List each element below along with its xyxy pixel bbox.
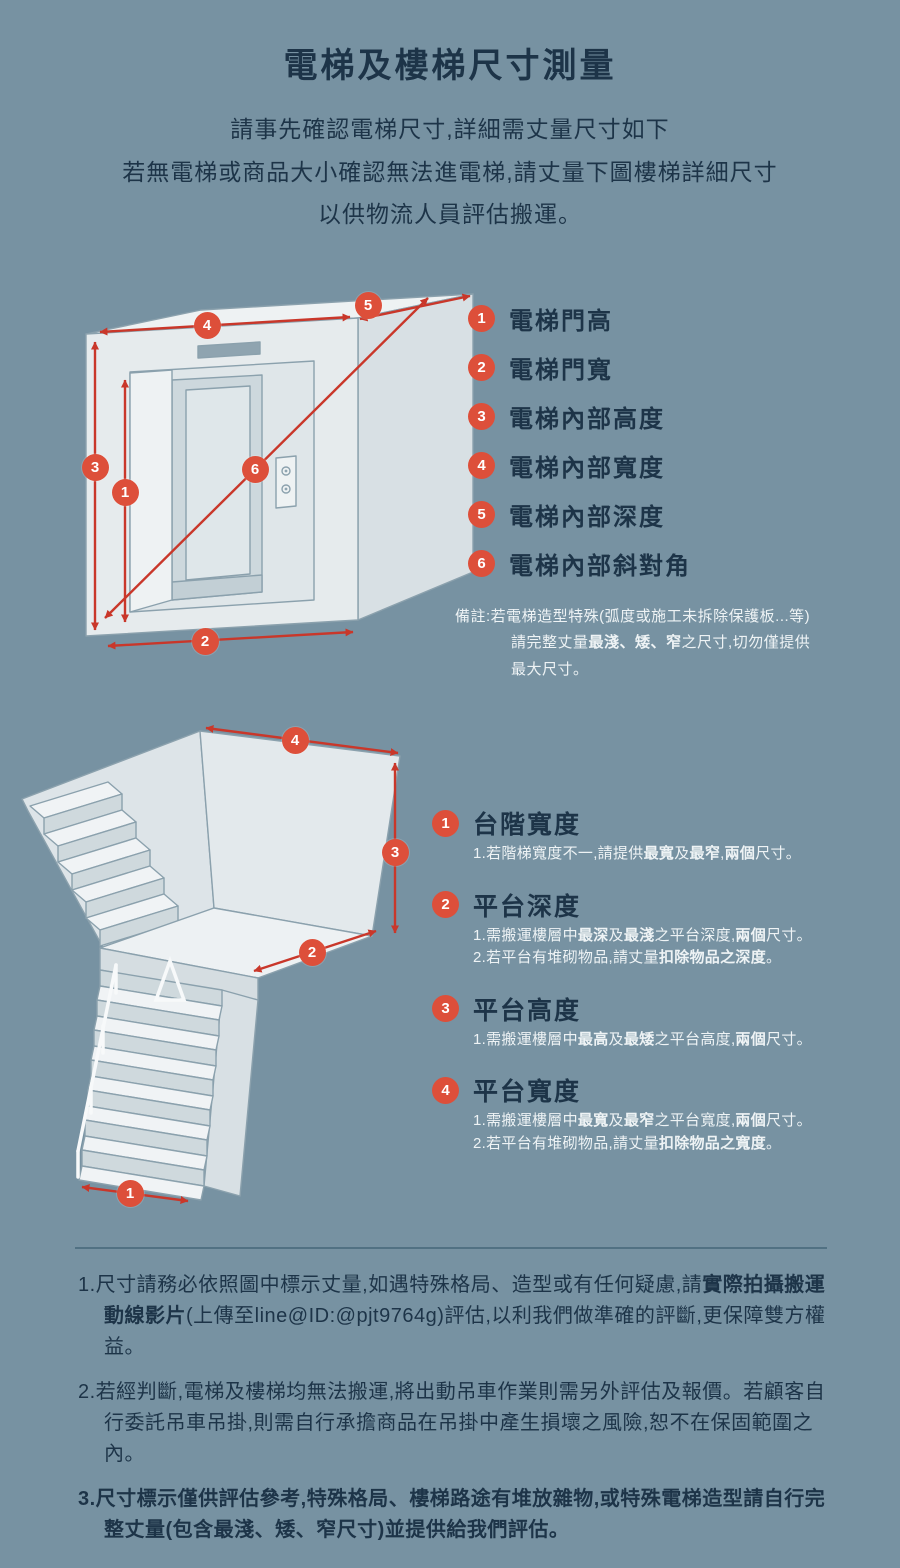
number-badge: 3 [468, 403, 495, 430]
legend-title: 平台深度 [473, 892, 582, 921]
footer-note-2: 2.若經判斷,電梯及樓梯均無法搬運,將出動吊車作業則需另外評估及報價。若顧客自行… [78, 1381, 826, 1465]
legend-desc-line: 2.若平台有堆砌物品,請丈量扣除物品之深度。 [473, 949, 782, 966]
legend-title: 台階寬度 [473, 811, 582, 839]
elevator-drawing [85, 293, 474, 650]
footer-note-1: 1.尺寸請務必依照圖中標示丈量,如遇特殊格局、造型或有任何疑慮,請實際拍攝搬運動… [78, 1274, 826, 1358]
legend-descriptions: 1.若階梯寬度不一,請提供最寬及最窄,兩個尺寸。 [432, 843, 890, 866]
page-title: 電梯及樓梯尺寸測量 [283, 47, 617, 85]
note-line: 備註:若電梯造型特殊(弧度或施工未拆除保護板...等) [455, 608, 811, 625]
elevator-legend: 1 電梯門高 2 電梯門寬 3 電梯內部高度 4 電梯內部寬度 5 電梯內部深度… [468, 294, 691, 588]
legend-label: 電梯內部寬度 [509, 455, 665, 482]
number-badge: 5 [468, 501, 495, 528]
stairs-marker-2: 2 [298, 938, 326, 966]
elevator-marker-6: 6 [241, 455, 269, 483]
elevator-illustration: 1 2 3 4 5 6 [48, 272, 478, 692]
legend-label: 電梯內部斜對角 [509, 553, 691, 580]
stairs-marker-3: 3 [381, 838, 409, 866]
elevator-legend-item: 3 電梯內部高度 [468, 392, 691, 441]
number-badge: 3 [432, 995, 459, 1022]
elevator-legend-item: 2 電梯門寬 [468, 343, 691, 392]
measure-line-door-width [107, 628, 354, 650]
legend-desc-line: 1.若階梯寬度不一,請提供最寬及最窄,兩個尺寸。 [473, 845, 802, 862]
legend-title: 平台高度 [473, 996, 582, 1025]
legend-desc-line: 1.需搬運樓層中最寬及最窄之平台寬度,兩個尺寸。 [473, 1112, 812, 1129]
elevator-legend-item: 6 電梯內部斜對角 [468, 539, 691, 588]
elevator-note: 備註:若電梯造型特殊(弧度或施工未拆除保護板...等) 請完整丈量最淺、矮、窄之… [455, 604, 887, 683]
note-line: 最大尺寸。 [511, 660, 589, 678]
stairs-legend: 1 台階寬度 1.若階梯寬度不一,請提供最寬及最窄,兩個尺寸。 2 平台深度 1… [432, 808, 890, 1179]
legend-desc-line: 2.若平台有堆砌物品,請丈量扣除物品之寬度。 [473, 1134, 782, 1152]
stairs-back-wall [199, 730, 401, 937]
legend-descriptions: 1.需搬運樓層中最高及最矮之平台高度,兩個尺寸。 [432, 1029, 890, 1052]
legend-desc-line: 1.需搬運樓層中最高及最矮之平台高度,兩個尺寸。 [473, 1030, 812, 1048]
legend-label: 電梯內部高度 [509, 406, 665, 433]
elevator-legend-item: 1 電梯門高 [468, 294, 691, 343]
measure-line-diagonal [104, 297, 429, 619]
stairs-upper-flight [29, 781, 179, 947]
stairs-legend-item: 3 平台高度 1.需搬運樓層中最高及最矮之平台高度,兩個尺寸。 [432, 994, 890, 1052]
stairs-marker-4: 4 [281, 726, 309, 754]
stairs-legend-head: 2 平台深度 [432, 890, 890, 921]
number-badge: 4 [468, 452, 495, 479]
stairs-legend-item: 2 平台深度 1.需搬運樓層中最深及最淺之平台深度,兩個尺寸。 2.若平台有堆砌… [432, 890, 890, 970]
legend-title: 平台寬度 [473, 1078, 582, 1106]
stairs-illustration: 1 2 3 4 [8, 703, 438, 1215]
elevator-button-panel [275, 455, 297, 509]
legend-desc-line: 1.需搬運樓層中最深及最淺之平台深度,兩個尺寸。 [473, 926, 812, 944]
legend-label: 電梯內部深度 [509, 504, 665, 531]
elevator-side-face [357, 293, 474, 621]
stairs-legend-item: 1 台階寬度 1.若階梯寬度不一,請提供最寬及最窄,兩個尺寸。 [432, 808, 890, 866]
stairs-legend-head: 4 平台寬度 [432, 1075, 890, 1106]
footer-notes: 1.尺寸請務必依照圖中標示丈量,如遇特殊格局、造型或有任何疑慮,請實際拍攝搬運動… [78, 1270, 836, 1560]
number-badge: 4 [432, 1076, 459, 1104]
number-badge: 1 [432, 809, 459, 837]
footer-note-3: 3.尺寸標示僅供評估參考,特殊格局、樓梯路途有堆放雜物,或特殊電梯造型請自行完整… [78, 1488, 826, 1541]
stairs-legend-head: 3 平台高度 [432, 994, 890, 1025]
stairs-marker-1: 1 [116, 1179, 144, 1207]
number-badge: 1 [468, 305, 495, 332]
elevator-legend-item: 4 電梯內部寬度 [468, 441, 691, 490]
stairs-legend-head: 1 台階寬度 [432, 808, 890, 839]
intro-line: 若無電梯或商品大小確認無法進電梯,請丈量下圖樓梯詳細尺寸 [122, 158, 778, 185]
elevator-marker-1: 1 [111, 478, 139, 506]
intro-line: 以供物流人員評估搬運。 [318, 201, 582, 228]
stairs-legend-item: 4 平台寬度 1.需搬運樓層中最寬及最窄之平台寬度,兩個尺寸。 2.若平台有堆砌… [432, 1075, 890, 1155]
number-badge: 6 [468, 550, 495, 577]
stairs-handrail [76, 955, 187, 1179]
stairs-drawing [21, 725, 401, 1204]
number-badge: 2 [432, 891, 459, 918]
elevator-legend-item: 5 電梯內部深度 [468, 490, 691, 539]
note-line: 請完整丈量最淺、矮、窄之尺寸,切勿僅提供 [511, 634, 811, 652]
legend-label: 電梯門寬 [509, 357, 613, 384]
legend-label: 電梯門高 [509, 308, 613, 335]
elevator-marker-4: 4 [193, 311, 221, 339]
section-divider [75, 1247, 827, 1249]
intro-text: 請事先確認電梯尺寸,詳細需丈量尺寸如下 若無電梯或商品大小確認無法進電梯,請丈量… [0, 108, 900, 236]
legend-descriptions: 1.需搬運樓層中最寬及最窄之平台寬度,兩個尺寸。 2.若平台有堆砌物品,請丈量扣… [432, 1110, 890, 1155]
elevator-marker-5: 5 [354, 291, 382, 319]
number-badge: 2 [468, 354, 495, 381]
intro-line: 請事先確認電梯尺寸,詳細需丈量尺寸如下 [230, 116, 670, 142]
elevator-marker-2: 2 [191, 627, 219, 655]
elevator-marker-3: 3 [81, 453, 109, 481]
legend-descriptions: 1.需搬運樓層中最深及最淺之平台深度,兩個尺寸。 2.若平台有堆砌物品,請丈量扣… [432, 925, 890, 970]
stairs-lower-flight [78, 969, 223, 1201]
